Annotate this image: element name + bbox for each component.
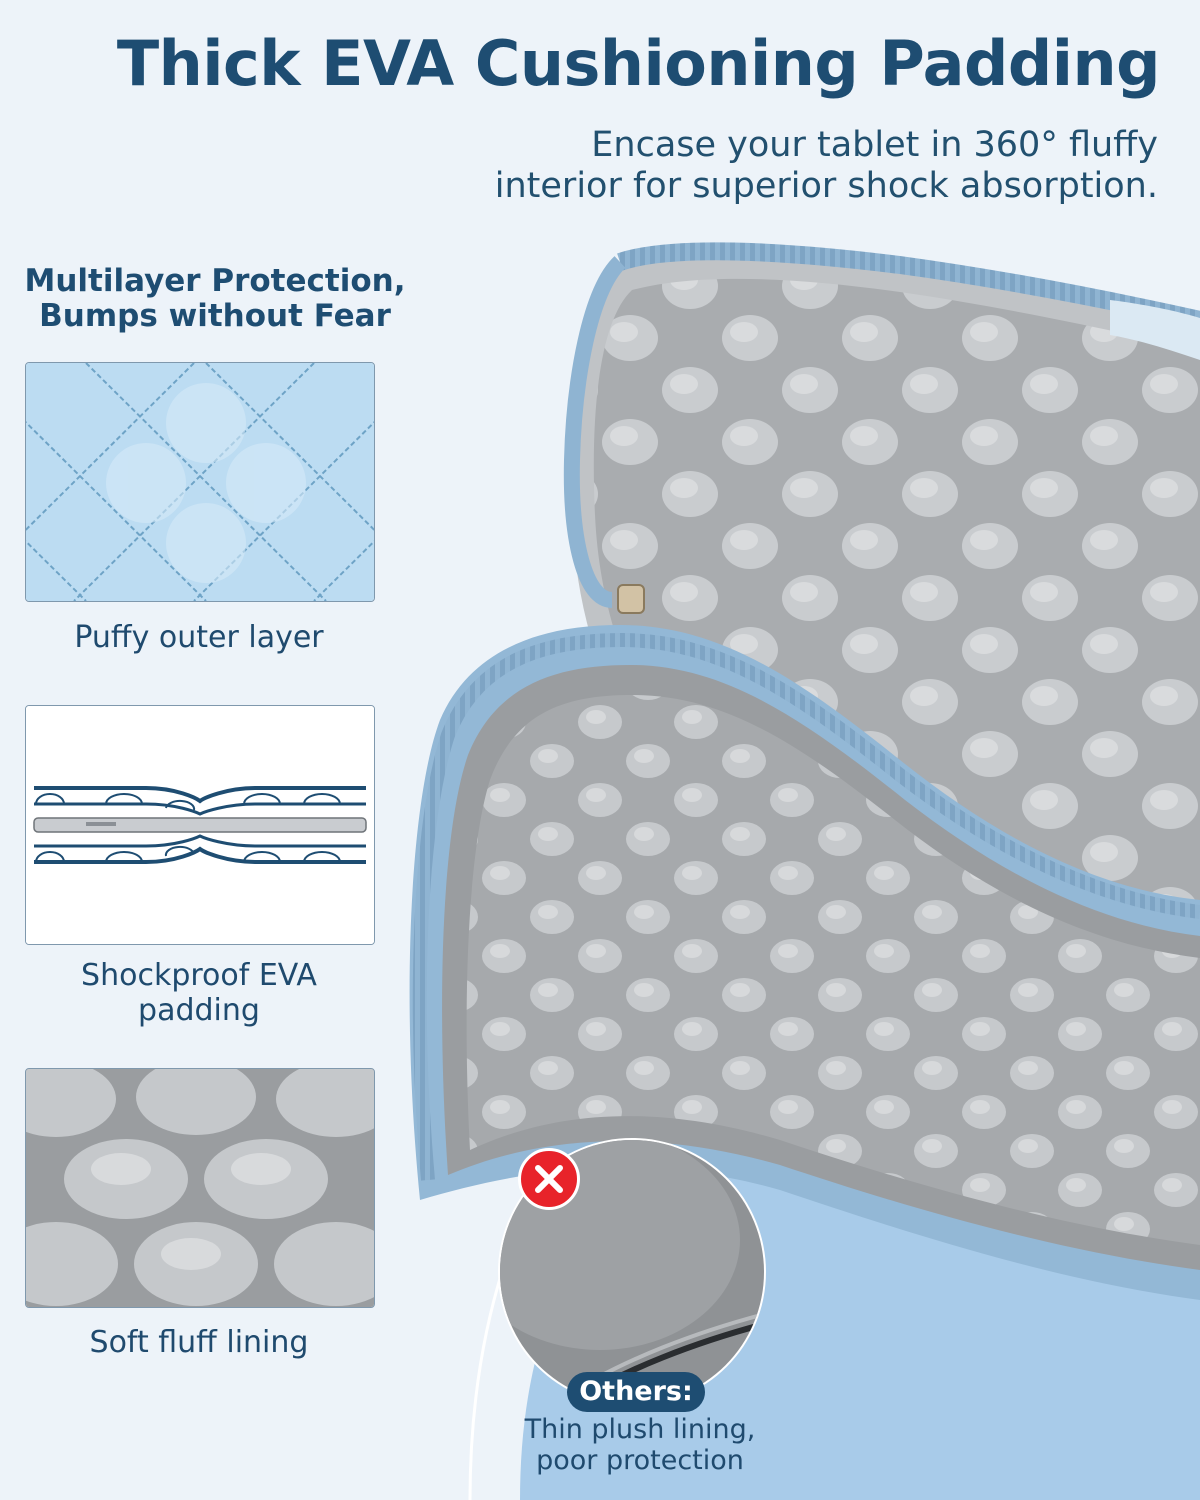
subtitle-line-2: interior for superior shock absorption. <box>494 166 1158 206</box>
others-desc-line-1: Thin plush lining, <box>524 1414 756 1445</box>
others-description: Thin plush lining, poor protection <box>480 1414 800 1476</box>
zipper-pull <box>617 584 645 614</box>
eva-padding-diagram <box>25 705 375 945</box>
caption-puffy-outer-layer: Puffy outer layer <box>15 620 383 655</box>
layers-heading-line-2: Bumps without Fear <box>39 298 391 334</box>
page-subtitle: Encase your tablet in 360° fluffy interi… <box>300 125 1158 207</box>
others-badge: Others: <box>567 1372 705 1412</box>
caption-line: Shockproof EVA <box>81 958 317 993</box>
fluff-lining-swatch <box>25 1068 375 1308</box>
outer-shell-peek <box>1110 300 1200 360</box>
case-honeycomb-lining <box>466 695 1200 1245</box>
quilted-fabric-swatch <box>25 362 375 602</box>
subtitle-line-1: Encase your tablet in 360° fluffy <box>591 125 1158 165</box>
caption-line: Puffy outer layer <box>74 620 324 655</box>
others-desc-line-2: poor protection <box>536 1445 744 1476</box>
x-icon <box>518 1148 580 1210</box>
caption-line: padding <box>138 993 260 1028</box>
caption-line: Soft fluff lining <box>89 1325 309 1360</box>
case-zipper <box>412 632 1200 1181</box>
layers-heading-line-1: Multilayer Protection, <box>24 263 406 299</box>
page-title: Thick EVA Cushioning Padding <box>116 27 1161 100</box>
caption-soft-fluff-lining: Soft fluff lining <box>15 1325 383 1360</box>
layers-heading: Multilayer Protection, Bumps without Fea… <box>15 264 415 334</box>
lid-zipper-side <box>563 256 626 608</box>
caption-shockproof-eva: Shockproof EVA padding <box>15 958 383 1028</box>
